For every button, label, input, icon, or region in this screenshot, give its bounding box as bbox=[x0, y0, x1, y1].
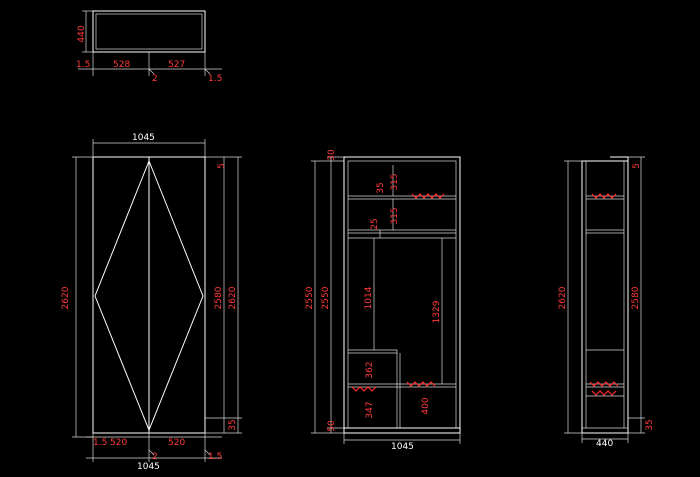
side-base-label: 35 bbox=[645, 419, 655, 430]
section-top-offset-label: 30 bbox=[327, 149, 337, 161]
top-left-thk-label: 1.5 bbox=[76, 60, 90, 70]
section-view: 30 2550 2550 35 315 315 25 1014 1329 362… bbox=[305, 149, 461, 452]
top-right-width-label: 527 bbox=[168, 60, 185, 70]
side-top-gap-label: 5 bbox=[632, 163, 642, 169]
front-view: 1045 2620 2580 2620 5 35 1.5 520 520 2 1… bbox=[61, 133, 242, 472]
front-bottom-right-label: 520 bbox=[168, 438, 185, 448]
front-right-height-label: 2580 bbox=[214, 286, 224, 309]
section-rail-label: 25 bbox=[370, 218, 380, 229]
front-top-width-label: 1045 bbox=[132, 133, 155, 143]
section-upper2-label: 35 bbox=[376, 182, 386, 193]
top-view: 440 1.5 528 527 2 1.5 bbox=[76, 10, 222, 84]
drawer-markers bbox=[351, 193, 445, 392]
section-low1-label: 362 bbox=[365, 361, 375, 378]
front-bottom-thk-right-label: 1.5 bbox=[208, 452, 222, 462]
top-right-thk-label: 1.5 bbox=[208, 74, 222, 84]
section-inner-height-label: 2550 bbox=[321, 286, 331, 309]
side-width-label: 440 bbox=[596, 439, 613, 449]
section-upper1-label: 315 bbox=[390, 173, 400, 190]
section-width-label: 1045 bbox=[391, 442, 414, 452]
lower-left-box bbox=[348, 349, 398, 428]
section-upper3-label: 315 bbox=[390, 207, 400, 224]
top-depth-label: 440 bbox=[77, 25, 87, 42]
side-right-height-label: 2580 bbox=[631, 286, 641, 309]
side-outline bbox=[581, 160, 629, 434]
cabinet-outline bbox=[343, 156, 461, 434]
section-left-height-label: 2550 bbox=[305, 286, 315, 309]
section-low2-label: 347 bbox=[365, 401, 375, 418]
front-top-gap-label: 5 bbox=[217, 163, 227, 169]
front-left-height-label: 2620 bbox=[61, 286, 71, 309]
section-hang1-label: 1014 bbox=[364, 286, 374, 309]
diamond-pattern bbox=[94, 160, 204, 432]
section-low3-label: 400 bbox=[421, 397, 431, 414]
front-bottom-total-label: 1045 bbox=[137, 462, 160, 472]
side-left-height-label: 2620 bbox=[558, 286, 568, 309]
top-mid-label: 2 bbox=[152, 74, 158, 84]
front-bottom-mid-label: 2 bbox=[152, 452, 158, 462]
top-left-width-label: 528 bbox=[113, 60, 130, 70]
side-view: 2620 2580 5 35 440 bbox=[558, 156, 655, 449]
top-view-inner bbox=[95, 13, 203, 50]
front-bottom-left-label: 520 bbox=[110, 438, 127, 448]
top-view-outline bbox=[92, 10, 206, 53]
section-base-label: 50 bbox=[327, 420, 337, 432]
section-hang2-label: 1329 bbox=[432, 300, 442, 323]
front-right-height2-label: 2620 bbox=[228, 286, 238, 309]
front-bottom-thk-label: 1.5 bbox=[93, 438, 107, 448]
front-bottom-gap-label: 35 bbox=[228, 419, 238, 430]
side-drawer-markers bbox=[589, 193, 619, 396]
